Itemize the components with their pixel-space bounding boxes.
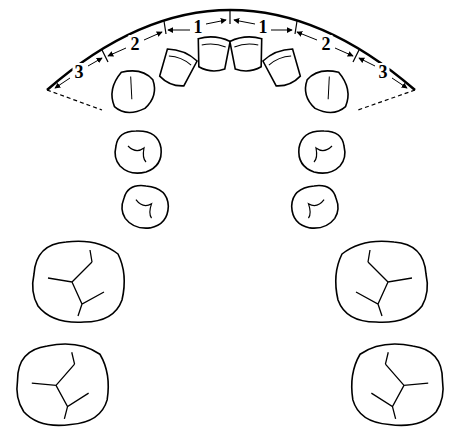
measurement-number: 1	[257, 18, 270, 36]
boundary-line	[47, 90, 102, 110]
boundary-line	[358, 90, 415, 110]
arch-arc	[47, 10, 415, 90]
measurement-number: 3	[73, 63, 86, 81]
measurement-number: 2	[129, 35, 142, 53]
measurement-number: 2	[320, 35, 333, 53]
measurement-number: 1	[192, 18, 205, 36]
segment-ticks	[102, 11, 359, 62]
teeth-left	[14, 36, 230, 429]
dimension-arrows	[55, 20, 407, 88]
teeth-right	[230, 36, 446, 429]
measurement-number: 3	[377, 63, 390, 81]
